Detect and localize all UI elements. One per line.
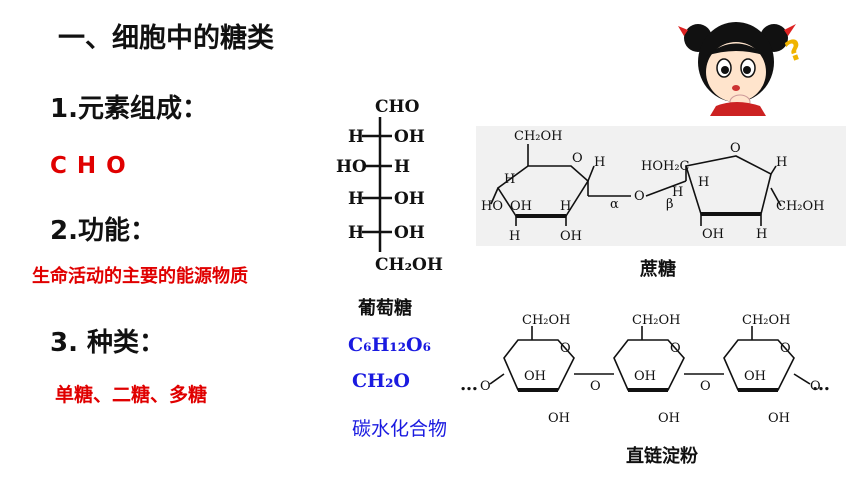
- svg-text:O: O: [634, 189, 645, 204]
- element-label: 1.元素组成：: [50, 94, 208, 124]
- svg-text:α: α: [610, 197, 619, 212]
- svg-text:H: H: [560, 199, 571, 214]
- svg-text:…: …: [460, 374, 478, 395]
- svg-text:OH: OH: [510, 199, 532, 214]
- svg-text:CH₂OH: CH₂OH: [742, 313, 791, 328]
- molecular-formula: C₆H₁₂O₆: [348, 334, 431, 356]
- element-value: C H O: [50, 153, 127, 179]
- svg-text:H: H: [698, 175, 709, 190]
- svg-text:H: H: [756, 227, 767, 242]
- glucose-r2-right: H: [394, 157, 410, 177]
- svg-text:CH₂OH: CH₂OH: [522, 313, 571, 328]
- svg-text:O: O: [810, 379, 821, 394]
- svg-text:OH: OH: [560, 229, 582, 244]
- types-label: 3. 种类：: [50, 328, 166, 358]
- sucrose-structure: CH₂OH O H H HO OH H H OH α O β HOH₂C O H…: [476, 126, 846, 246]
- glucose-r3-left: H: [348, 189, 364, 209]
- svg-text:HO: HO: [481, 199, 503, 214]
- svg-text:O: O: [480, 379, 491, 394]
- glucose-r3-right: OH: [394, 189, 425, 209]
- types-value: 单糖、二糖、多糖: [55, 384, 208, 406]
- svg-text:O: O: [670, 341, 681, 356]
- function-value: 生命活动的主要的能源物质: [32, 266, 248, 287]
- glucose-bottom: CH₂OH: [375, 255, 443, 272]
- slide-title: 一、细胞中的糖类: [58, 23, 274, 54]
- svg-text:…: …: [812, 374, 830, 395]
- svg-text:O: O: [560, 341, 571, 356]
- glucose-r4-right: OH: [394, 223, 425, 243]
- amylose-ring-2: [613, 326, 685, 392]
- svg-text:H: H: [594, 155, 605, 170]
- svg-text:OH: OH: [702, 227, 724, 242]
- glucose-top: CHO: [375, 97, 420, 117]
- general-formula: CH₂O: [352, 370, 410, 392]
- amylose-ring-1: [503, 326, 575, 392]
- svg-text:O: O: [700, 379, 711, 394]
- svg-text:OH: OH: [524, 369, 546, 384]
- thinking-girl-icon: [678, 22, 796, 116]
- svg-text:H: H: [509, 229, 520, 244]
- svg-text:OH: OH: [658, 411, 680, 426]
- sucrose-caption: 蔗糖: [640, 259, 676, 280]
- amylose-ring-3: [723, 326, 795, 392]
- svg-text:H: H: [504, 172, 515, 187]
- svg-text:CH₂OH: CH₂OH: [632, 313, 681, 328]
- glucose-r1-left: H: [348, 127, 364, 147]
- svg-text:O: O: [730, 141, 741, 156]
- glucose-caption: 葡萄糖: [358, 298, 412, 319]
- svg-text:β: β: [666, 197, 674, 212]
- glucose-r2-left: HO: [336, 157, 367, 177]
- svg-text:H: H: [672, 185, 683, 200]
- svg-text:CH₂OH: CH₂OH: [514, 129, 563, 144]
- svg-text:OH: OH: [548, 411, 570, 426]
- svg-text:O: O: [572, 151, 583, 166]
- svg-text:H: H: [776, 155, 787, 170]
- carbohydrate-label: 碳水化合物: [352, 418, 448, 440]
- svg-text:OH: OH: [768, 411, 790, 426]
- svg-text:O: O: [780, 341, 791, 356]
- glucose-structure: CHO H OH HO H H OH H OH CH₂OH: [336, 97, 443, 272]
- svg-text:OH: OH: [634, 369, 656, 384]
- svg-text:O: O: [590, 379, 601, 394]
- function-label: 2.功能：: [50, 216, 156, 246]
- amylose-structure: CH₂OH CH₂OH CH₂OH OH OH OH O O O O O O O…: [460, 313, 830, 426]
- glucose-r4-left: H: [348, 223, 364, 243]
- glucose-r1-right: OH: [394, 127, 425, 147]
- svg-text:HOH₂C: HOH₂C: [641, 159, 690, 174]
- svg-text:CH₂OH: CH₂OH: [776, 199, 825, 214]
- svg-text:OH: OH: [744, 369, 766, 384]
- amylose-caption: 直链淀粉: [626, 446, 698, 467]
